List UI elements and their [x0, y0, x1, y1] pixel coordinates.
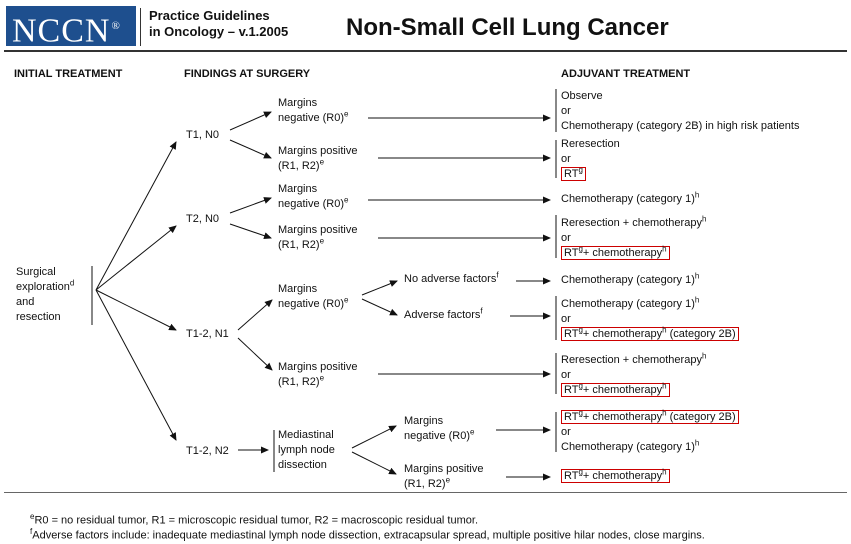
highlight-rt-chemo: RTg+ chemotherapyh [561, 245, 670, 260]
edge-root-t2n0 [95, 225, 177, 291]
edge-mediastinal-pos [351, 451, 397, 475]
stage-t2n0: T2, N0 [186, 213, 220, 225]
treatment-reresection-chemo-or-rt-chemo-n1: Reresection + chemotherapyh or RTg+ chem… [561, 351, 707, 397]
highlight-rt: RTg [561, 166, 586, 181]
nccn-logo: NCCN® [6, 6, 136, 49]
treatment-chemo-cat1-t2n0: Chemotherapy (category 1)h [561, 190, 700, 205]
footer-divider [4, 492, 847, 493]
treatment-chemo-cat1-no-adverse: Chemotherapy (category 1)h [561, 271, 700, 286]
edge-neg-adverse [361, 298, 398, 316]
treatment-rt-chemo-2b-or-chemo: RTg+ chemotherapyh (category 2B) or Chem… [561, 409, 739, 455]
registered-mark: ® [111, 20, 121, 32]
t12n2-margins-negative: Margins negative (R0)e [404, 415, 475, 442]
edge-t2n0-neg [229, 197, 272, 214]
stage-t12n2: T1-2, N2 [186, 445, 229, 457]
t1n0-margins-negative: Margins negative (R0)e [278, 97, 349, 124]
edge-root-t1n0 [95, 141, 177, 291]
treatment-chemo-or-rt-chemo-2b: Chemotherapy (category 1)h or RTg+ chemo… [561, 296, 739, 342]
edge-t2n0-pos [229, 223, 272, 240]
edge-t1n0-neg [229, 111, 272, 131]
footnote-f: fAdverse factors include: inadequate med… [30, 527, 705, 542]
highlight-rt-chemo-2b: RTg+ chemotherapyh (category 2B) [561, 326, 739, 341]
treatment-reresection-or-rt: Reresection or RTg [561, 138, 620, 181]
treatment-rt-chemo-n2-pos: RTg+ chemotherapyh [561, 468, 670, 484]
t2n0-margins-negative: Margins negative (R0)e [278, 183, 349, 210]
guideline-line-1: Practice Guidelines [149, 8, 270, 23]
t12n1-margins-negative: Margins negative (R0)e [278, 283, 349, 310]
edge-t1n0-pos [229, 139, 272, 159]
highlight-rt-chemo-n1: RTg+ chemotherapyh [561, 382, 670, 397]
stage-t1n0: T1, N0 [186, 129, 220, 141]
stage-t12n1: T1-2, N1 [186, 328, 229, 340]
col-initial-treatment: INITIAL TREATMENT [14, 68, 123, 80]
edge-t12n1-neg [237, 299, 273, 331]
col-findings-at-surgery: FINDINGS AT SURGERY [184, 68, 311, 80]
adverse-factors: Adverse factorsf [404, 306, 483, 321]
root-node-surgical-exploration: Surgical explorationd and resection [16, 266, 75, 323]
no-adverse-factors: No adverse factorsf [404, 270, 499, 285]
highlight-rt-chemo-n2-pos: RTg+ chemotherapyh [561, 468, 670, 483]
t1n0-margins-positive: Margins positive (R1, R2)e [278, 145, 358, 172]
edge-root-t12n1 [95, 289, 177, 331]
treatment-reresection-chemo-or-rt-chemo: Reresection + chemotherapyh or RTg+ chem… [561, 214, 707, 260]
treatment-observe-or-chemo: Observe or Chemotherapy (category 2B) in… [561, 90, 800, 132]
edge-t12n1-pos [237, 337, 273, 371]
edge-neg-no-adverse [361, 280, 398, 296]
t12n1-margins-positive: Margins positive (R1, R2)e [278, 361, 358, 388]
header-divider [4, 50, 847, 52]
col-adjuvant-treatment: ADJUVANT TREATMENT [561, 68, 691, 80]
edge-mediastinal-neg [351, 425, 397, 449]
footnote-e: eR0 = no residual tumor, R1 = microscopi… [30, 512, 479, 527]
t2n0-margins-positive: Margins positive (R1, R2)e [278, 224, 358, 251]
guideline-line-2: in Oncology – v.1.2005 [149, 24, 289, 39]
mediastinal-lymph-node-dissection: Mediastinal lymph node dissection [278, 429, 335, 471]
highlight-rt-chemo-2b-n2: RTg+ chemotherapyh (category 2B) [561, 409, 739, 424]
guideline-version: Practice Guidelines in Oncology – v.1.20… [140, 8, 330, 46]
t12n2-margins-positive: Margins positive (R1, R2)e [404, 463, 484, 490]
edge-root-t12n2 [95, 289, 177, 441]
page-title: Non-Small Cell Lung Cancer [346, 14, 669, 41]
